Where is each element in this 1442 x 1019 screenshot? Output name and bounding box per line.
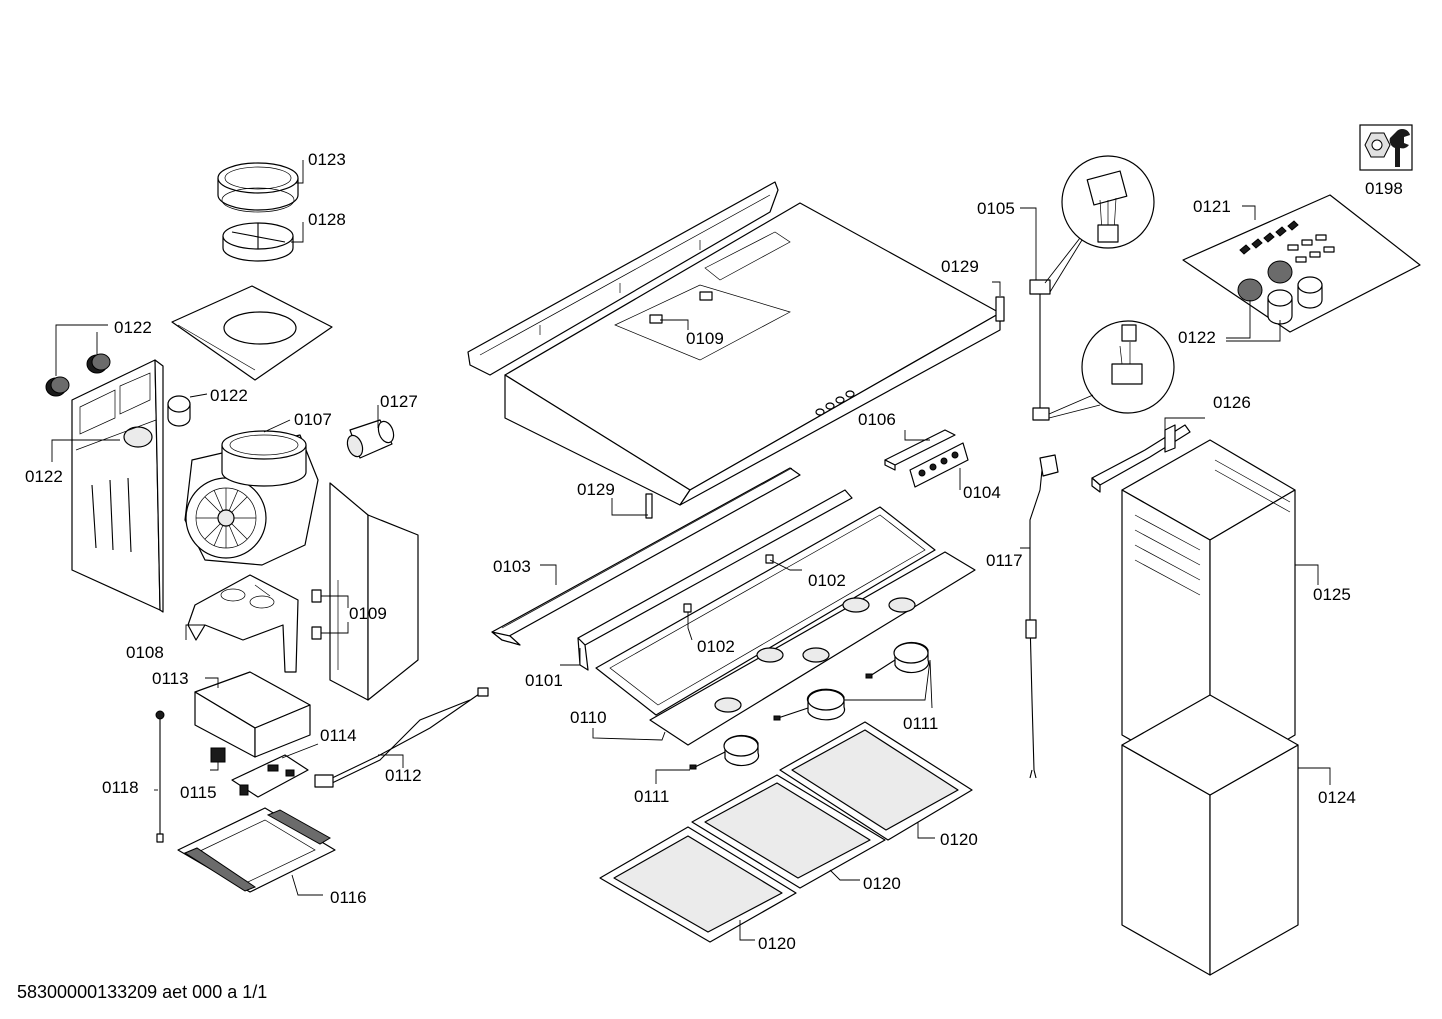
part-0105-cable <box>1029 155 1175 421</box>
callout-0102-a: 0102 <box>808 571 846 590</box>
callout-0121: 0121 <box>1193 197 1231 216</box>
callout-0110: 0110 <box>570 708 607 727</box>
callout-0120-b: 0120 <box>863 874 901 893</box>
callout-0198: 0198 <box>1365 179 1403 198</box>
callout-0113: 0113 <box>152 669 189 688</box>
callout-0128: 0128 <box>308 210 346 229</box>
callout-0117: 0117 <box>986 551 1023 570</box>
part-0124-lower-chimney <box>1121 694 1299 976</box>
part-filter-tray <box>595 506 976 746</box>
callout-0109-a: 0109 <box>349 604 387 623</box>
callout-0111-b: 0111 <box>634 787 669 806</box>
part-0122-knob-a <box>45 376 70 397</box>
part-0111-lamp-a <box>865 641 930 679</box>
callout-0122-d: 0122 <box>1178 328 1216 347</box>
part-0111-lamp-c <box>689 734 760 770</box>
callout-0120-c: 0120 <box>758 934 796 953</box>
part-control-housing-left <box>71 359 164 613</box>
part-0107-blower-motor <box>184 430 319 566</box>
callout-0108: 0108 <box>126 643 164 662</box>
part-0117-power-cord <box>1025 454 1059 779</box>
callout-0102-b: 0102 <box>697 637 735 656</box>
part-0120-filter-a <box>779 721 973 841</box>
callout-0112: 0112 <box>385 766 422 785</box>
callout-0103: 0103 <box>493 557 531 576</box>
callout-0118: 0118 <box>102 778 139 797</box>
part-0103-front-rail <box>491 467 801 646</box>
part-0118-ground-wire <box>155 710 165 843</box>
callout-0125: 0125 <box>1313 585 1351 604</box>
part-0120-filter-c <box>599 826 797 943</box>
part-0126-bracket <box>1091 424 1191 493</box>
part-0122-knob-c <box>167 395 191 427</box>
part-0113-electronics-box <box>194 671 311 758</box>
part-0120-filter-b <box>691 774 886 889</box>
part-0129-seal-b <box>645 493 653 519</box>
callout-0104: 0104 <box>963 483 1001 502</box>
callout-0106: 0106 <box>858 410 896 429</box>
callout-0123: 0123 <box>308 150 346 169</box>
callout-0122-b: 0122 <box>210 386 248 405</box>
callout-0116: 0116 <box>330 888 367 907</box>
part-0121-hardware-bag <box>1182 194 1421 333</box>
part-0127-capacitor <box>346 419 395 459</box>
part-0128-backdraft-flap <box>222 222 294 262</box>
callout-0107: 0107 <box>294 410 332 429</box>
callout-0105: 0105 <box>977 199 1015 218</box>
callout-0126: 0126 <box>1213 393 1251 412</box>
part-0122-knob-b <box>86 353 111 374</box>
callout-0129-b: 0129 <box>577 480 615 499</box>
callout-0115: 0115 <box>180 783 217 802</box>
callout-0129-a: 0129 <box>941 257 979 276</box>
callout-0122-a: 0122 <box>114 318 152 337</box>
callout-0109-b: 0109 <box>686 329 724 348</box>
part-0123-duct-collar <box>217 162 299 213</box>
callout-0124: 0124 <box>1318 788 1356 807</box>
part-0111-lamp-b <box>773 688 846 721</box>
part-0116-control-cover <box>177 807 336 893</box>
callout-0127: 0127 <box>380 392 418 411</box>
part-0112-wiring-harness <box>314 687 489 788</box>
wrench-nut-icon <box>1359 124 1413 171</box>
part-canopy-hood <box>504 202 1001 506</box>
callout-labels: 0123 0128 0122 0122 0122 0107 0127 0108 … <box>25 150 1403 953</box>
part-0115-clip <box>210 747 226 763</box>
callout-0111-a: 0111 <box>903 714 938 733</box>
part-side-panel-right <box>311 482 419 701</box>
callout-0120-a: 0120 <box>940 830 978 849</box>
part-0101-rear-rail <box>577 489 853 671</box>
drawing-id: 58300000133209 aet 000 a 1/1 <box>17 982 267 1002</box>
callout-0114: 0114 <box>320 726 357 745</box>
part-0104-switch-module <box>909 442 969 488</box>
part-rear-rail <box>467 181 779 376</box>
callout-0101: 0101 <box>525 671 563 690</box>
part-mounting-plate <box>171 285 333 381</box>
callout-0122-c: 0122 <box>25 467 63 486</box>
part-0114-circuit-board <box>231 754 309 798</box>
part-0108-motor-bracket <box>187 574 299 673</box>
part-0129-seal-a <box>995 296 1005 322</box>
